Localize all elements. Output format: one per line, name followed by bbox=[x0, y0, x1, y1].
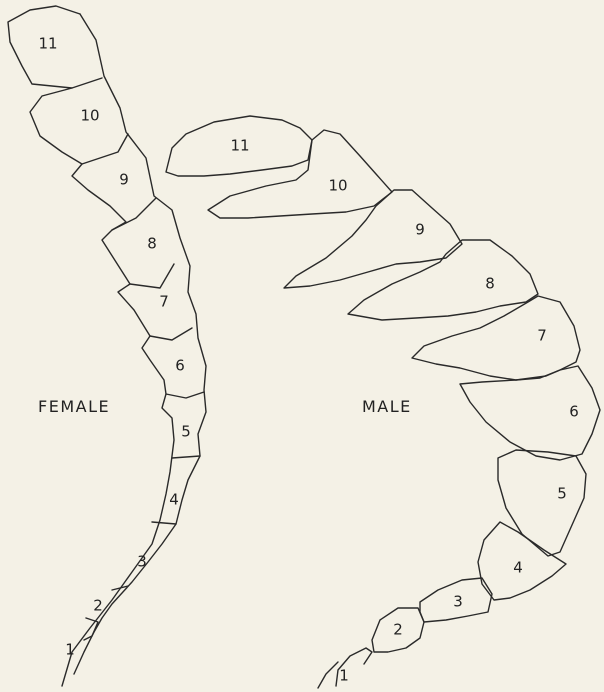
male-seg-6 bbox=[460, 366, 600, 460]
female-seg-label-1: 1 bbox=[65, 641, 75, 659]
female-seg-11-10-divider bbox=[72, 78, 102, 88]
female-seg-label-7: 7 bbox=[159, 293, 169, 311]
male-seg-8 bbox=[348, 240, 538, 320]
male-seg-label-6: 6 bbox=[569, 403, 579, 421]
male-seg-label-11: 11 bbox=[230, 137, 249, 155]
female-seg-label-9: 9 bbox=[119, 171, 129, 189]
male-seg-label-3: 3 bbox=[453, 593, 463, 611]
female-seg-label-10: 10 bbox=[80, 107, 99, 125]
female-seg-10-9-divider bbox=[82, 134, 128, 164]
male-seg-label-9: 9 bbox=[415, 221, 425, 239]
female-label: FEMALE bbox=[38, 397, 110, 416]
female-seg-8-7-divider bbox=[130, 264, 174, 288]
male-seg-label-10: 10 bbox=[328, 177, 347, 195]
male-seg-9 bbox=[284, 190, 462, 288]
male-seg-1-lower bbox=[318, 662, 338, 688]
female-abdomen: 11 10 9 8 7 6 5 4 3 2 1 FEMALE bbox=[8, 6, 206, 686]
female-seg-4-3-divider bbox=[152, 522, 176, 524]
male-seg-label-2: 2 bbox=[393, 621, 403, 639]
female-seg-label-4: 4 bbox=[169, 491, 179, 509]
female-seg-label-5: 5 bbox=[181, 423, 191, 441]
female-seg-label-6: 6 bbox=[175, 357, 185, 375]
male-seg-label-8: 8 bbox=[485, 275, 495, 293]
female-seg-label-2: 2 bbox=[93, 597, 103, 615]
male-seg-5 bbox=[498, 450, 586, 556]
male-seg-label-7: 7 bbox=[537, 327, 547, 345]
female-seg-6-5-divider bbox=[166, 392, 204, 398]
male-abdomen: 11 10 9 8 7 6 5 4 3 2 1 MALE bbox=[166, 116, 600, 688]
female-seg-label-11: 11 bbox=[38, 35, 57, 53]
female-seg-7-6-divider bbox=[150, 328, 192, 340]
female-seg-5-4-divider bbox=[172, 456, 200, 458]
male-seg-label-4: 4 bbox=[513, 559, 523, 577]
male-seg-7 bbox=[412, 296, 580, 380]
female-seg-label-8: 8 bbox=[147, 235, 157, 253]
male-label: MALE bbox=[362, 397, 412, 416]
male-seg-label-5: 5 bbox=[557, 485, 567, 503]
female-seg-label-3: 3 bbox=[137, 553, 147, 571]
male-seg-label-1: 1 bbox=[339, 667, 349, 685]
